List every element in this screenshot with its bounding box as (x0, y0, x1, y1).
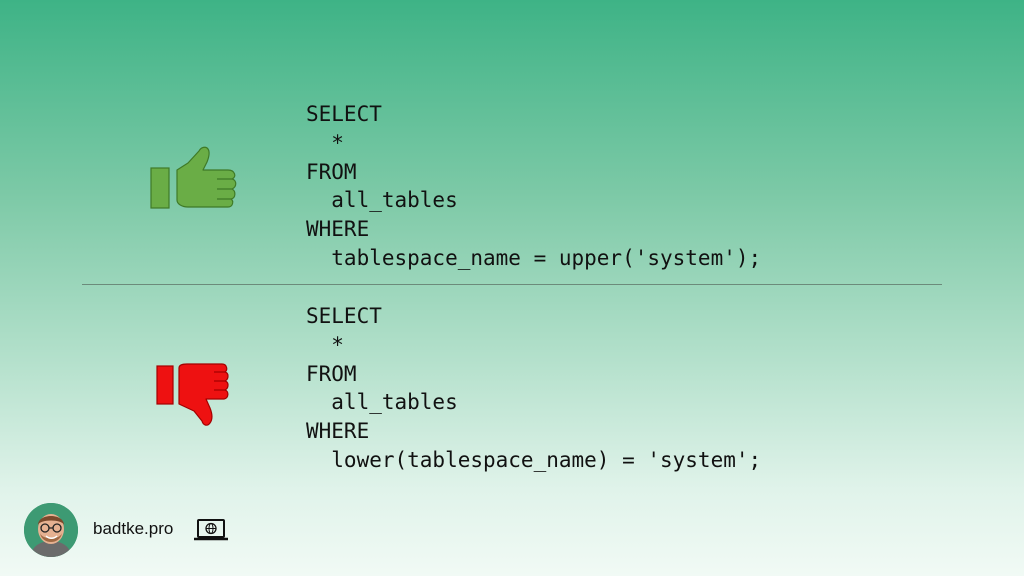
code-line: * (306, 130, 344, 155)
code-line: FROM (306, 361, 357, 386)
code-line: FROM (306, 159, 357, 184)
code-line: WHERE (306, 419, 370, 444)
code-line: WHERE (306, 217, 370, 242)
code-line: SELECT (306, 304, 382, 328)
code-line: all_tables (306, 188, 458, 213)
thumbs-down-icon (156, 363, 229, 426)
code-line: * (306, 332, 344, 357)
laptop-globe-icon (194, 519, 228, 541)
avatar (24, 503, 78, 557)
code-line: lower(tablespace_name) = 'system'; (306, 447, 762, 472)
thumbs-up-icon (150, 146, 237, 209)
footer-site-link[interactable]: badtke.pro (93, 519, 174, 538)
code-line: all_tables (306, 390, 458, 415)
code-line: SELECT (306, 102, 382, 126)
section-divider (82, 284, 942, 285)
code-line: tablespace_name = upper('system'); (306, 245, 762, 270)
